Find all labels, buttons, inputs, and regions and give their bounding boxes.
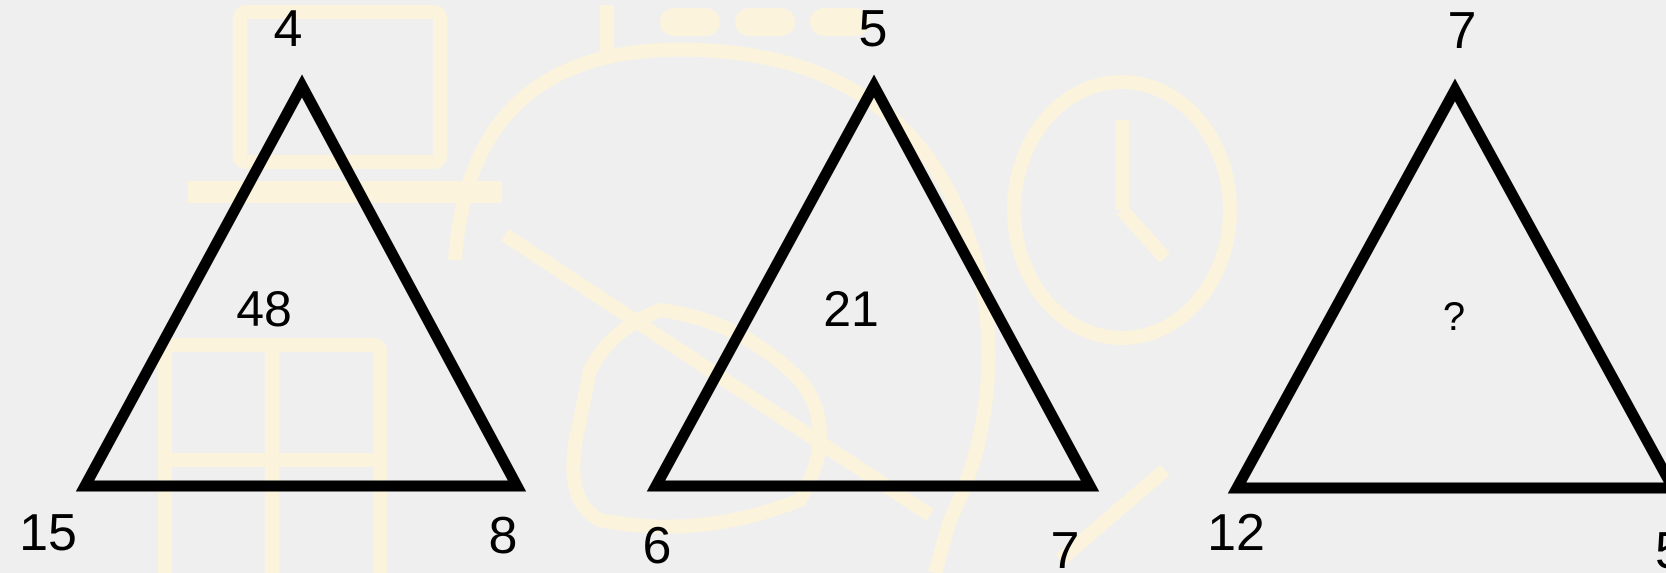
triangle-1-bottom-right-number: 8 xyxy=(489,507,518,565)
triangle-3-bottom-right-number: 5 xyxy=(1655,522,1666,573)
triangle-2-bottom-right-number: 7 xyxy=(1051,522,1080,573)
triangle-2-top-number: 5 xyxy=(859,0,888,58)
triangle-1-bottom-left-number: 15 xyxy=(19,504,77,562)
triangle-3: 7 12 5 ? xyxy=(1207,2,1666,573)
triangle-3-outline xyxy=(1237,90,1666,488)
triangle-2-bottom-left-number: 6 xyxy=(643,517,672,573)
triangle-3-center-question: ? xyxy=(1443,295,1465,339)
triangle-1-center-number: 48 xyxy=(236,281,292,337)
triangle-3-top-number: 7 xyxy=(1448,2,1477,60)
triangle-2: 5 6 7 21 xyxy=(643,0,1090,573)
triangle-1-top-number: 4 xyxy=(274,0,303,58)
triangle-3-bottom-left-number: 12 xyxy=(1207,504,1265,562)
triangle-1-outline xyxy=(85,86,517,486)
triangle-2-center-number: 21 xyxy=(823,281,879,337)
